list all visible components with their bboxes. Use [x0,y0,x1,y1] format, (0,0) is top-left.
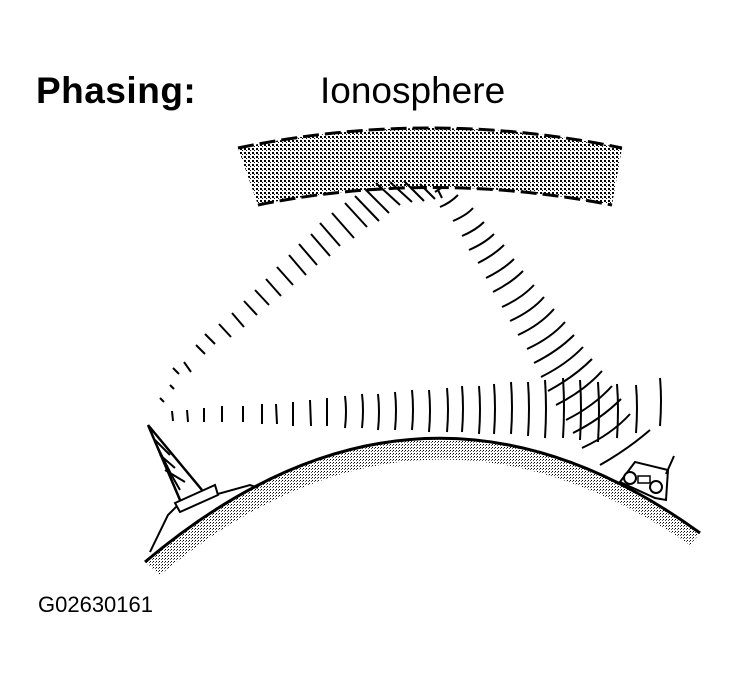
figure-id: G02630161 [38,592,153,617]
ionosphere-band [237,126,623,207]
sky-wave-down [434,187,651,466]
sky-wave-up [159,180,436,403]
ground-wave-fronts [171,377,662,443]
transmitter-tower [146,424,259,553]
earth-surface [144,436,701,575]
receiver-vehicle [618,455,675,502]
diagram-title: Phasing: [36,70,197,111]
ionosphere-label: Ionosphere [320,70,506,111]
